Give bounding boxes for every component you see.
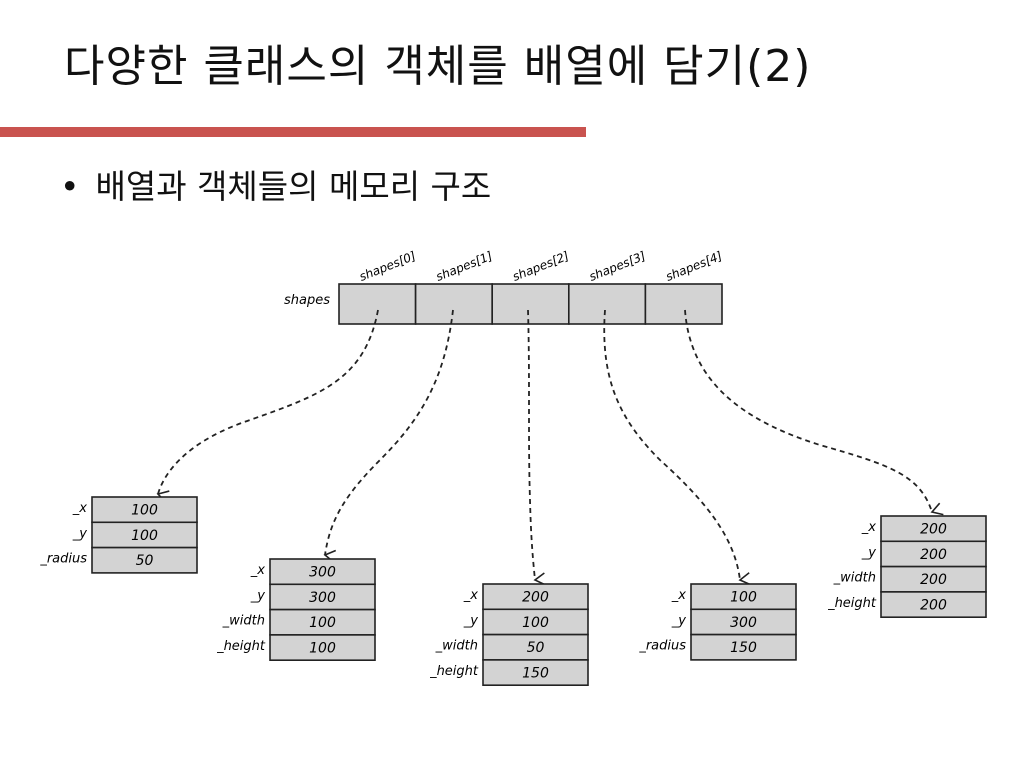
array-index-label: shapes[3] <box>587 249 648 284</box>
field-cell <box>269 558 376 586</box>
object-box: 100 _x 300 _y 150 _radius <box>638 583 797 661</box>
field-value: 100 <box>522 615 549 631</box>
field-value: 200 <box>920 547 947 563</box>
array-name-label: shapes <box>284 293 330 308</box>
field-value: 200 <box>920 597 947 613</box>
reference-arrow <box>156 309 379 504</box>
reference-arrow <box>323 309 454 563</box>
array-index-label: shapes[1] <box>434 249 495 284</box>
bullet-item: • 배열과 객체들의 메모리 구조 <box>60 160 491 208</box>
object-box: 100 _x 100 _y 50 _radius <box>39 496 198 574</box>
field-cell <box>880 565 987 593</box>
field-value: 150 <box>730 640 757 656</box>
array-cell <box>644 283 723 325</box>
field-cell <box>269 608 376 636</box>
bullet-marker: • <box>60 167 80 206</box>
field-name: _x <box>463 588 479 603</box>
field-name: _radius <box>39 552 87 567</box>
field-name: _height <box>216 639 266 654</box>
array-cell <box>338 283 417 325</box>
field-value: 50 <box>527 640 545 656</box>
field-name: _x <box>250 563 266 578</box>
array-cell <box>414 283 494 325</box>
field-name: _x <box>671 588 687 603</box>
array-index-label: shapes[0] <box>357 249 418 284</box>
field-cell <box>690 633 797 661</box>
field-name: _y <box>861 545 877 560</box>
array-index-label: shapes[2] <box>511 249 572 284</box>
field-value: 300 <box>309 590 336 606</box>
field-value: 100 <box>131 528 158 544</box>
field-name: _y <box>72 526 88 541</box>
field-value: 100 <box>131 503 158 519</box>
field-cell <box>91 546 198 574</box>
field-name: _height <box>429 664 479 679</box>
reference-arrow <box>527 309 546 586</box>
object-box: 300 _x 300 _y 100 _width 100 _height <box>216 558 376 662</box>
field-value: 200 <box>522 590 549 606</box>
field-cell <box>269 634 376 662</box>
field-cell <box>482 633 589 661</box>
field-name: _height <box>827 596 877 611</box>
field-value: 50 <box>136 553 154 569</box>
slide-title: 다양한 클래스의 객체를 배열에 담기(2) <box>64 41 812 92</box>
field-value: 150 <box>522 665 549 681</box>
field-value: 300 <box>309 565 336 581</box>
array-cell <box>491 283 570 325</box>
field-value: 100 <box>309 640 336 656</box>
field-value: 200 <box>920 522 947 538</box>
field-name: _radius <box>638 639 686 654</box>
field-cell <box>482 659 589 687</box>
field-name: _x <box>72 501 88 516</box>
field-value: 100 <box>730 590 757 606</box>
reference-arrow <box>684 309 944 516</box>
field-value: 300 <box>730 615 757 631</box>
field-cell <box>482 583 589 611</box>
field-name: _y <box>250 588 266 603</box>
array-index-label: shapes[4] <box>664 249 725 284</box>
field-cell <box>880 591 987 619</box>
title-accent-bar <box>0 127 586 137</box>
field-name: _x <box>861 520 877 535</box>
field-value: 200 <box>920 572 947 588</box>
field-cell <box>91 496 198 524</box>
array-cell <box>567 283 647 325</box>
field-name: _width <box>435 639 478 654</box>
bullet-text: 배열과 객체들의 메모리 구조 <box>95 167 492 206</box>
field-name: _y <box>671 613 687 628</box>
field-value: 100 <box>309 615 336 631</box>
field-name: _y <box>463 613 479 628</box>
field-name: _width <box>222 614 265 629</box>
field-name: _width <box>833 571 876 586</box>
object-box: 200 _x 100 _y 50 _width 150 _height <box>429 583 589 687</box>
field-cell <box>880 515 987 543</box>
object-box: 200 _x 200 _y 200 _width 200 _height <box>827 515 987 619</box>
reference-arrow <box>603 309 751 586</box>
